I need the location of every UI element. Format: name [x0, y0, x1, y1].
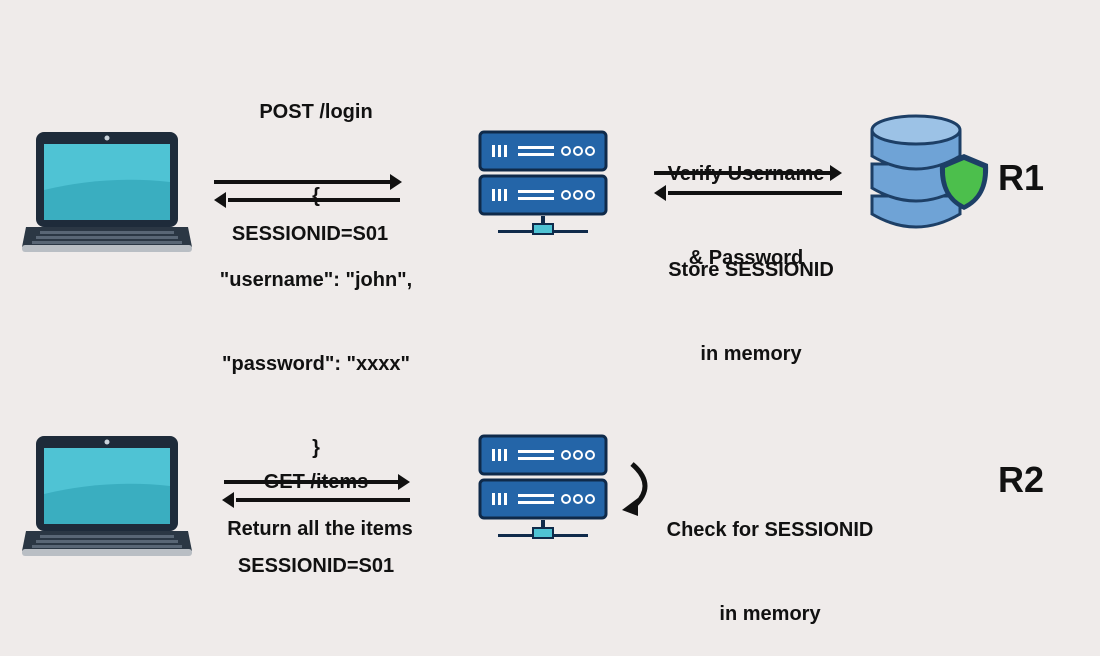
server-icon [478, 130, 608, 235]
check-text: Check for SESSIONID in memory [652, 460, 888, 656]
session-response-text: SESSIONID=S01 [231, 223, 389, 245]
round-label-r1: R1 [998, 157, 1045, 198]
client-laptop-icon [22, 132, 192, 252]
request-line: POST /login [259, 101, 373, 123]
request-response-arrows [214, 174, 402, 208]
items-request-text: GET /items SESSIONID=S01 [216, 412, 416, 608]
request-line: "username": "john", [219, 269, 413, 291]
database-shield-icon [870, 114, 989, 229]
items-response-text: Return all the items [227, 518, 413, 540]
request-line: { [312, 185, 320, 207]
check-line: in memory [719, 603, 821, 625]
store-line: in memory [700, 343, 802, 365]
login-request-text: POST /login { "username": "john", "passw… [205, 42, 427, 490]
request-line: "password": "xxxx" [222, 353, 410, 375]
self-check-arrow-icon [622, 462, 648, 516]
request-response-arrows [222, 474, 410, 508]
round-label-r2: R2 [998, 459, 1045, 500]
request-line: } [312, 437, 320, 459]
verify-line: & Password [688, 247, 804, 269]
client-laptop-icon [22, 436, 192, 556]
store-line: Store SESSIONID [668, 259, 834, 281]
server-database-arrows [654, 165, 842, 201]
server-icon [478, 434, 608, 539]
store-text: Store SESSIONID in memory [646, 200, 856, 396]
request-line: SESSIONID=S01 [237, 555, 395, 577]
check-line: Check for SESSIONID [666, 519, 874, 541]
